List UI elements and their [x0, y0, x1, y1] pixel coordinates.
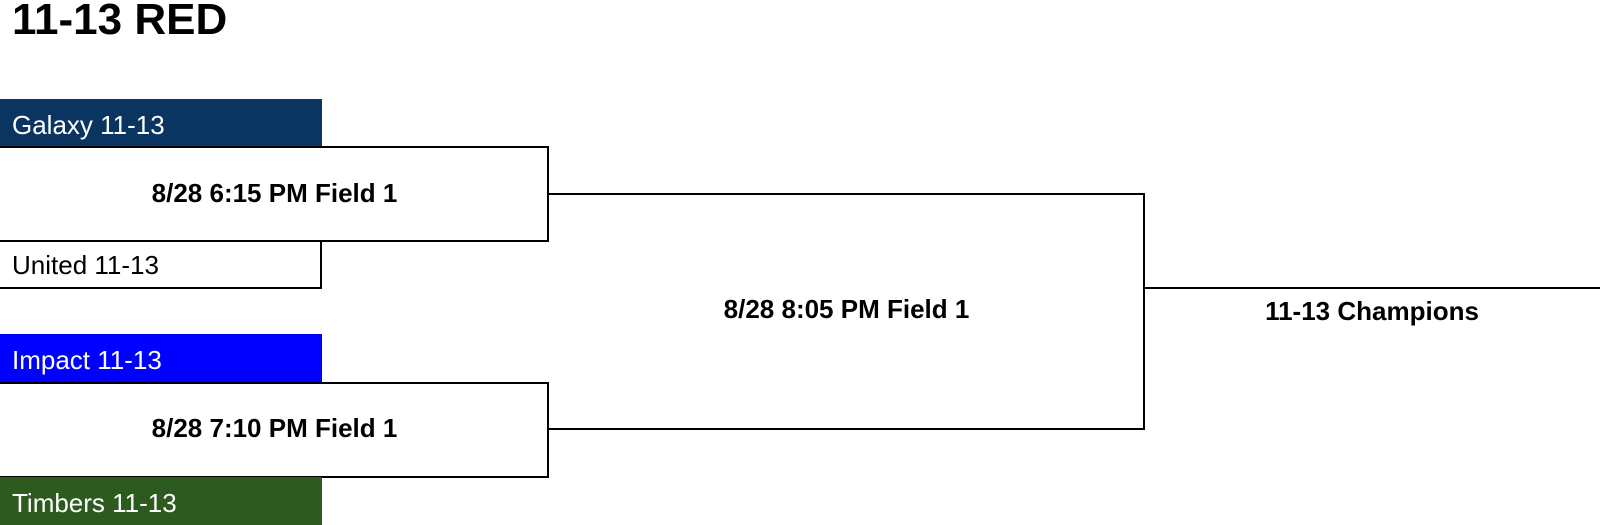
semifinal-connector	[548, 193, 1145, 430]
champion-label: 11-13 Champions	[1265, 296, 1479, 326]
team-slot-united: United 11-13	[0, 241, 322, 289]
team-slot-timbers: Timbers 11-13	[0, 477, 322, 525]
bracket-title: 11-13 RED	[12, 0, 228, 44]
match-label-2: 8/28 7:10 PM Field 1	[151, 413, 398, 443]
team-slot-impact: Impact 11-13	[0, 334, 322, 382]
team-slot-galaxy: Galaxy 11-13	[0, 99, 322, 147]
semifinal-label: 8/28 8:05 PM Field 1	[723, 294, 970, 324]
match-label-1: 8/28 6:15 PM Field 1	[151, 178, 398, 208]
champion-line	[1144, 287, 1600, 289]
